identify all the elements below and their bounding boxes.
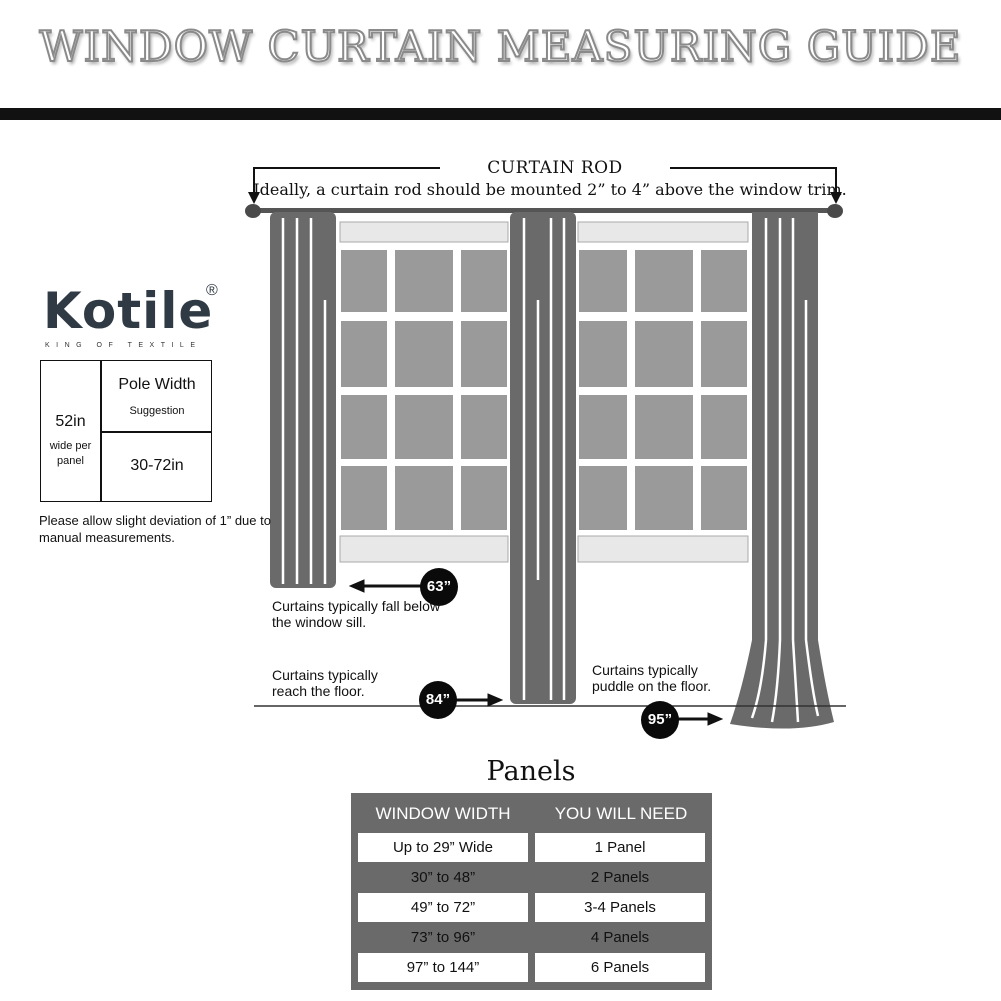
brand-tagline: KING OF TEXTILE [45, 342, 202, 349]
pole-width-range: 30-72in [130, 457, 184, 474]
curtain-rod [254, 208, 834, 213]
sill-note: Curtains typically fall below the window… [272, 598, 441, 630]
arrow-63 [348, 579, 422, 593]
header-you-will-need: YOU WILL NEED [554, 804, 688, 823]
panels-table: WINDOW WIDTH YOU WILL NEED Up to 29” Wid… [351, 793, 712, 990]
length-badge-84: 84” [419, 681, 457, 719]
spec-divider-horizontal [100, 431, 212, 433]
panel-width: 52in [55, 413, 86, 430]
pole-width-sub: Suggestion [129, 405, 185, 417]
pole-width-title: Pole Width [118, 376, 196, 393]
table-cell-panels: 1 Panel [535, 833, 705, 862]
table-cell-panels: 4 Panels [590, 929, 650, 946]
table-cell-width: 49” to 72” [358, 893, 528, 922]
rod-label: CURTAIN ROD [440, 158, 670, 178]
title-divider [0, 108, 1001, 120]
panel-width-sub: wide per panel [49, 440, 92, 467]
rod-arrow-left [248, 192, 260, 204]
length-badge-63: 63” [420, 568, 458, 606]
puddle-note: Curtains typically puddle on the floor. [592, 662, 712, 694]
rod-arrow-right [830, 192, 842, 204]
panels-title: Panels [486, 756, 576, 787]
curtain-left [270, 212, 336, 588]
curtain-middle [510, 212, 576, 704]
rod-note: Ideally, a curtain rod should be mounted… [253, 180, 847, 199]
table-cell-panels: 3-4 Panels [535, 893, 705, 922]
window-left [339, 221, 509, 563]
window-right [577, 221, 749, 563]
registered-mark: ® [206, 282, 218, 299]
table-cell-panels: 6 Panels [535, 953, 705, 982]
table-cell-panels: 2 Panels [590, 869, 650, 886]
deviation-note: Please allow slight deviation of 1” due … [39, 513, 271, 545]
length-badge-95: 95” [641, 701, 679, 739]
arrow-95 [677, 712, 724, 726]
table-cell-width: Up to 29” Wide [358, 833, 528, 862]
header-window-width: WINDOW WIDTH [375, 804, 511, 823]
table-cell-width: 97” to 144” [358, 953, 528, 982]
table-cell-width: 73” to 96” [410, 929, 476, 946]
rod-finial-right [827, 204, 843, 218]
table-cell-width: 30” to 48” [410, 869, 476, 886]
rod-finial-left [245, 204, 261, 218]
spec-box: 52in wide per panel Pole Width Suggestio… [40, 360, 212, 502]
arrow-84 [455, 693, 504, 707]
page-title: WINDOW CURTAIN MEASURING GUIDE [38, 21, 962, 72]
brand-logo: Kotile [43, 282, 214, 340]
floor-note: Curtains typically reach the floor. [272, 667, 378, 699]
curtain-right [730, 212, 834, 729]
